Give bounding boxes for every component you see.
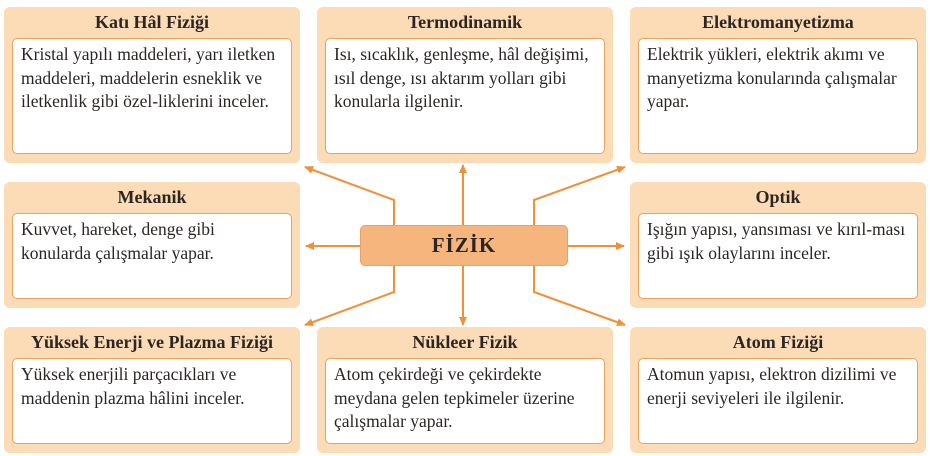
card-text: Atomun yapısı, elektron dizilimi ve ener…: [638, 358, 918, 444]
card-text: Işığın yapısı, yansıması ve kırıl-ması g…: [638, 213, 918, 299]
card-title: Optik: [755, 187, 801, 207]
card-title: Nükleer Fizik: [412, 332, 518, 352]
card-text: Yüksek enerjili parçacıkları ve maddenin…: [12, 358, 292, 444]
card-title: Elektromanyetizma: [702, 12, 854, 32]
center-node-fizik: FİZİK: [360, 225, 568, 266]
card-title: Yüksek Enerji ve Plazma Fiziği: [31, 332, 273, 352]
card-text: Kuvvet, hareket, denge gibi konularda ça…: [12, 213, 292, 299]
card-title: Katı Hâl Fiziği: [95, 12, 209, 32]
card-text: Elektrik yükleri, elektrik akımı ve many…: [638, 38, 918, 154]
arrow-to-atom: [533, 266, 626, 327]
card-text: Kristal yapılı maddeleri, yarı iletken m…: [12, 38, 292, 154]
card-text: Isı, sıcaklık, genleşme, hâl değişimi, ı…: [325, 38, 605, 154]
card-title: Mekanik: [117, 187, 187, 207]
arrow-to-kati-hal: [304, 166, 395, 225]
card-text: Atom çekirdeği ve çekirdekte meydana gel…: [325, 358, 605, 444]
card-title: Termodinamik: [407, 12, 523, 32]
arrow-to-yuksek-enerji: [304, 266, 395, 326]
arrow-to-elektromanyetizma: [533, 165, 626, 225]
card-title: Atom Fiziği: [732, 332, 824, 352]
